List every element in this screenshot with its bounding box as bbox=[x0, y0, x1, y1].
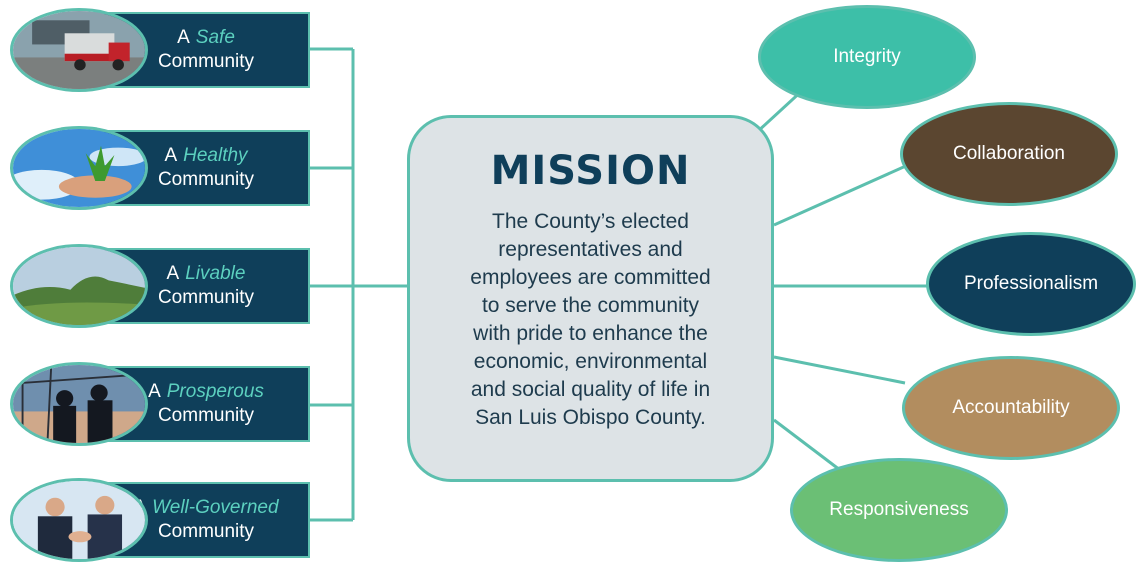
mission-line: The County’s elected bbox=[492, 210, 689, 233]
goal-noun: Community bbox=[157, 521, 255, 542]
goal-adjective: Prosperous bbox=[166, 381, 264, 402]
goal-adjective: Well-Governed bbox=[152, 497, 279, 518]
construction-workers-silhouette-photo bbox=[10, 362, 148, 446]
green-hills-photo bbox=[10, 244, 148, 328]
goal-noun: Community bbox=[157, 287, 255, 308]
value-accountability: Accountability bbox=[902, 356, 1120, 460]
mission-line: and social quality of life in bbox=[470, 378, 711, 401]
mission-statement: The County’s elected representatives and… bbox=[420, 208, 761, 432]
goal-well-governed-community: A Well-Governed Community bbox=[10, 478, 310, 562]
mission-title: MISSION bbox=[490, 148, 691, 194]
goal-noun: Community bbox=[157, 51, 255, 72]
goal-prosperous-community: A Prosperous Community bbox=[10, 362, 310, 446]
goal-prefix: A bbox=[164, 145, 178, 166]
fire-truck-photo bbox=[10, 8, 148, 92]
goal-healthy-community: A Healthy Community bbox=[10, 126, 310, 210]
value-professionalism: Professionalism bbox=[926, 232, 1136, 336]
value-collaboration: Collaboration bbox=[900, 102, 1118, 206]
goal-safe-community: A Safe Community bbox=[10, 8, 310, 92]
value-label: Collaboration bbox=[953, 143, 1065, 164]
goal-adjective: Livable bbox=[185, 263, 246, 284]
value-responsiveness: Responsiveness bbox=[790, 458, 1008, 562]
goal-prefix: A bbox=[166, 263, 180, 284]
goal-prefix: A bbox=[148, 381, 161, 402]
goal-noun: Community bbox=[157, 169, 255, 190]
mission-line: economic, environmental bbox=[473, 350, 708, 373]
goal-prefix: A bbox=[177, 27, 190, 48]
business-handshake-photo bbox=[10, 478, 148, 562]
mission-line: employees are committed bbox=[470, 266, 711, 289]
mission-box: MISSION The County’s elected representat… bbox=[407, 115, 774, 482]
mission-line: with pride to enhance the bbox=[473, 322, 708, 345]
goal-livable-community: A Livable Community bbox=[10, 244, 310, 328]
value-label: Professionalism bbox=[963, 273, 1099, 294]
value-integrity: Integrity bbox=[758, 5, 976, 109]
goal-noun: Community bbox=[157, 405, 255, 426]
value-label: Responsiveness bbox=[829, 499, 969, 520]
value-label: Integrity bbox=[833, 46, 901, 67]
mission-line: to serve the community bbox=[481, 294, 700, 317]
goal-adjective: Safe bbox=[195, 27, 235, 48]
value-label: Accountability bbox=[952, 397, 1070, 418]
goal-adjective: Healthy bbox=[183, 145, 248, 166]
mission-line: San Luis Obispo County. bbox=[475, 406, 706, 429]
mission-line: representatives and bbox=[498, 238, 683, 261]
seedling-in-hands-photo bbox=[10, 126, 148, 210]
